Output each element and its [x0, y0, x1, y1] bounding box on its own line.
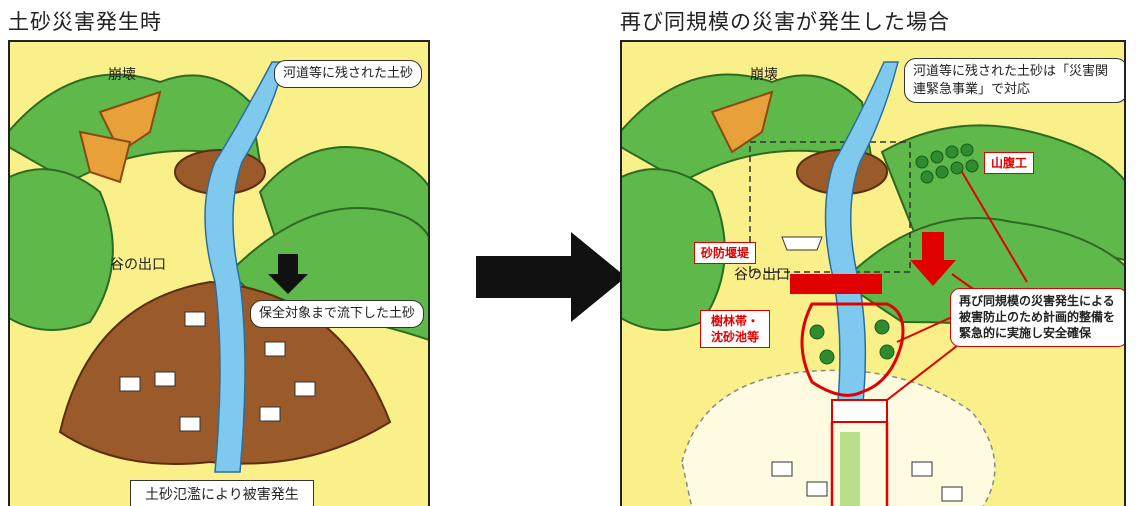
right-panel: 崩壊 谷の出口 河道等に残された土砂は「災害関連緊急事業」で対応 山腹工 砂防堰…: [620, 40, 1126, 506]
left-heading: 土砂災害発生時: [8, 10, 162, 34]
right-callout-emergency-project: 河道等に残された土砂は「災害関連緊急事業」で対応: [904, 58, 1124, 104]
right-label-valley-exit: 谷の出口: [734, 267, 790, 283]
label-forest-belt: 樹林帯・沈砂池等: [700, 310, 770, 349]
right-label-collapse: 崩壊: [750, 67, 778, 83]
left-callout-river-sediment: 河道等に残された土砂: [274, 60, 423, 88]
label-sabo-dam: 砂防堰堤: [694, 242, 757, 265]
transition-arrow-icon: [476, 232, 626, 322]
right-illustration: [622, 61, 1124, 506]
left-caption-damage: 土砂氾濫により被害発生: [130, 480, 314, 506]
left-label-collapse: 崩壊: [108, 67, 136, 83]
right-heading: 再び同規模の災害が発生した場合: [620, 10, 950, 34]
left-label-valley-exit: 谷の出口: [110, 257, 166, 273]
left-illustration: [10, 61, 428, 473]
label-hillside-works: 山腹工: [984, 152, 1035, 175]
left-panel: 崩壊 谷の出口 河道等に残された土砂 保全対象まで流下した土砂 土砂氾濫により被…: [8, 40, 430, 506]
note-measures: 再び同規模の災害発生による被害防止のため計画的整備を緊急的に実施し安全確保: [950, 288, 1124, 347]
left-callout-flowed-sediment: 保全対象まで流下した土砂: [250, 300, 425, 328]
